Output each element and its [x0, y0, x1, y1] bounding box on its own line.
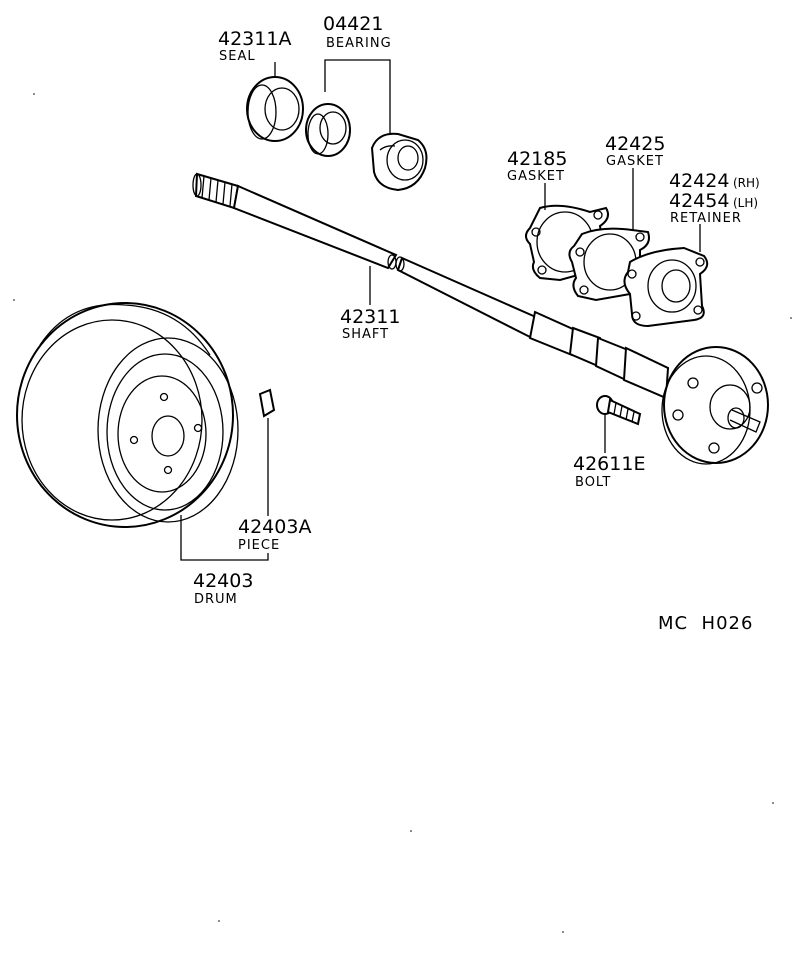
shaft-name: SHAFT: [342, 327, 389, 342]
label-gasket-42185: 42185 GASKET: [507, 148, 567, 184]
piece-name: PIECE: [238, 538, 280, 553]
seal-name: SEAL: [219, 49, 256, 64]
scan-specks: [13, 93, 792, 933]
retainer-name: RETAINER: [670, 211, 742, 226]
label-bearing: 04421 BEARING: [323, 13, 392, 51]
gasket-42185-name: GASKET: [507, 169, 565, 184]
leader-lines: [180, 59, 701, 561]
drum-number: 42403: [193, 570, 253, 592]
label-retainer: 42424 (RH) 42454 (LH) RETAINER: [669, 170, 760, 226]
bearing-number: 04421: [323, 13, 383, 35]
seal-part[interactable]: [246, 76, 304, 142]
bearing-outer-part[interactable]: [370, 132, 428, 192]
bearing-inner-part[interactable]: [305, 103, 351, 157]
label-bolt: 42611E BOLT: [573, 453, 645, 490]
retainer-part[interactable]: [623, 246, 709, 328]
drum-part[interactable]: [16, 302, 239, 528]
bolt-part[interactable]: [596, 395, 642, 426]
label-shaft: 42311 SHAFT: [340, 306, 400, 342]
piece-number: 42403A: [238, 516, 311, 538]
shaft-number: 42311: [340, 306, 400, 328]
gasket-42425-number: 42425: [605, 133, 665, 155]
retainer-rh-side: (RH): [733, 176, 760, 190]
label-drum: 42403 DRUM: [193, 570, 253, 607]
gasket-42425-name: GASKET: [606, 154, 664, 169]
gasket-42185-number: 42185: [507, 148, 567, 170]
retainer-lh-side: (LH): [733, 196, 758, 210]
diagram-code: MC H026: [658, 613, 753, 634]
label-piece: 42403A PIECE: [238, 516, 311, 553]
drum-name: DRUM: [194, 592, 238, 607]
bearing-name: BEARING: [326, 36, 392, 51]
shaft-part[interactable]: [192, 172, 769, 465]
seal-number: 42311A: [218, 28, 291, 50]
label-seal: 42311A SEAL: [218, 28, 291, 64]
bolt-number: 42611E: [573, 453, 645, 475]
retainer-lh-number: 42454: [669, 190, 729, 212]
retainer-rh-number: 42424: [669, 170, 729, 192]
label-gasket-42425: 42425 GASKET: [605, 133, 665, 169]
piece-part[interactable]: [258, 388, 276, 418]
bolt-name: BOLT: [575, 475, 611, 490]
